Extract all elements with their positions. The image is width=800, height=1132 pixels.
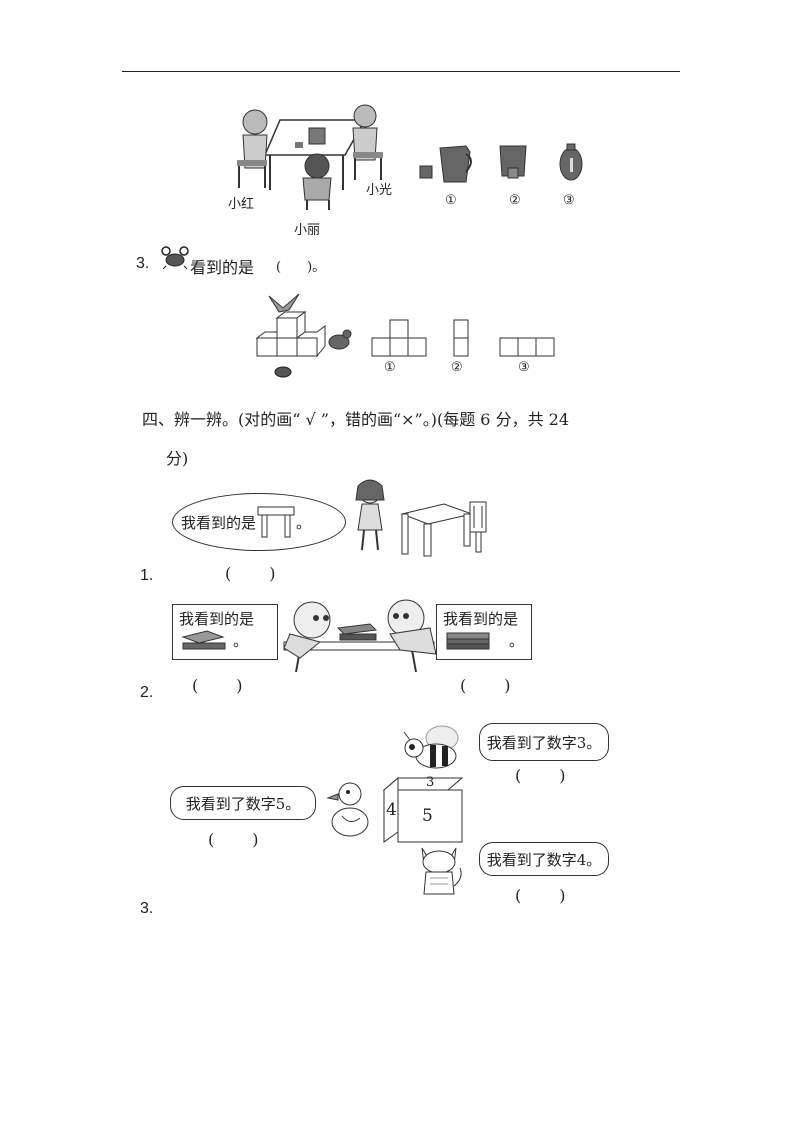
duck-speech-bubble: 我看到了数字5。 bbox=[170, 786, 316, 820]
judge-1-number: 1. bbox=[140, 567, 154, 584]
section-4-title: 四、辨一辨。(对的画“ √ ”，错的画“×”。)(每题 6 分，共 24 bbox=[142, 410, 570, 429]
book-stack-flat-icon bbox=[446, 632, 490, 650]
duck-answer-blank: ( ) bbox=[208, 830, 261, 849]
question-3-text: 看到的是 bbox=[190, 258, 255, 277]
bee-bubble-text: 我看到了数字3。 bbox=[486, 733, 602, 752]
bee-icon bbox=[403, 725, 459, 769]
teapot-option-2-label: ② bbox=[509, 193, 521, 208]
girl-icon bbox=[355, 479, 385, 551]
header-rule bbox=[122, 71, 680, 72]
cube-front-digit: 5 bbox=[422, 806, 433, 826]
cat-answer-blank: ( ) bbox=[515, 886, 568, 905]
book-stack-slanted-icon bbox=[181, 630, 226, 650]
cat-icon bbox=[421, 847, 462, 895]
children-table-illustration bbox=[237, 104, 383, 210]
q3-option-1-label: ① bbox=[384, 360, 396, 375]
question-3-answer-blank: ( )。 bbox=[276, 260, 326, 275]
judge-2-left-bubble-text: 我看到的是 bbox=[179, 610, 255, 628]
teapot-option-1-label: ① bbox=[445, 193, 457, 208]
q3-option-3-label: ③ bbox=[518, 360, 530, 375]
cube-top-digit: 3 bbox=[426, 775, 435, 790]
duck-bubble-text: 我看到了数字5。 bbox=[185, 794, 301, 813]
crab-icon bbox=[161, 246, 189, 270]
duck-icon bbox=[326, 782, 369, 837]
bee-speech-bubble: 我看到了数字3。 bbox=[479, 723, 609, 761]
judge-1-answer-blank: ( ) bbox=[225, 564, 278, 583]
q3-option-2-label: ② bbox=[451, 360, 463, 375]
teapot-option-3-label: ③ bbox=[563, 193, 575, 208]
judge-2-left-bubble: 我看到的是 。 bbox=[172, 604, 278, 660]
judge-1-bubble-text: 我看到的是 bbox=[181, 513, 257, 532]
judge-1-speech-bubble: 我看到的是 。 bbox=[172, 493, 346, 551]
question-3-number: 3. bbox=[136, 255, 150, 272]
cat-speech-bubble: 我看到了数字4。 bbox=[479, 842, 609, 876]
judge-2-right-answer-blank: ( ) bbox=[460, 676, 513, 695]
teapot-views-illustration bbox=[419, 143, 583, 183]
cube-side-digit: 4 bbox=[386, 800, 397, 820]
judge-2-right-bubble-text: 我看到的是 bbox=[443, 610, 519, 628]
cat-bubble-text: 我看到了数字4。 bbox=[486, 850, 602, 869]
judge-2-right-bubble-suffix: 。 bbox=[509, 631, 525, 650]
judge-2-number: 2. bbox=[140, 684, 154, 701]
cube-stack-illustration bbox=[255, 293, 555, 378]
section-4-title-cont: 分) bbox=[166, 449, 189, 468]
judge-2-right-bubble: 我看到的是 。 bbox=[436, 604, 532, 660]
name-xiaoli: 小丽 bbox=[294, 223, 321, 238]
name-xiaohong: 小红 bbox=[228, 197, 255, 212]
bee-answer-blank: ( ) bbox=[515, 766, 568, 785]
judge-2-left-bubble-suffix: 。 bbox=[233, 631, 249, 650]
judge-3-number: 3. bbox=[140, 900, 154, 917]
table-front-view-icon bbox=[257, 506, 295, 538]
name-xiaoguang: 小光 bbox=[366, 183, 393, 198]
two-boys-at-table-illustration bbox=[283, 599, 437, 673]
table-and-chair-illustration bbox=[400, 501, 487, 557]
number-cube-icon bbox=[382, 776, 464, 843]
judge-2-left-answer-blank: ( ) bbox=[192, 676, 245, 695]
judge-1-bubble-suffix: 。 bbox=[296, 513, 312, 532]
